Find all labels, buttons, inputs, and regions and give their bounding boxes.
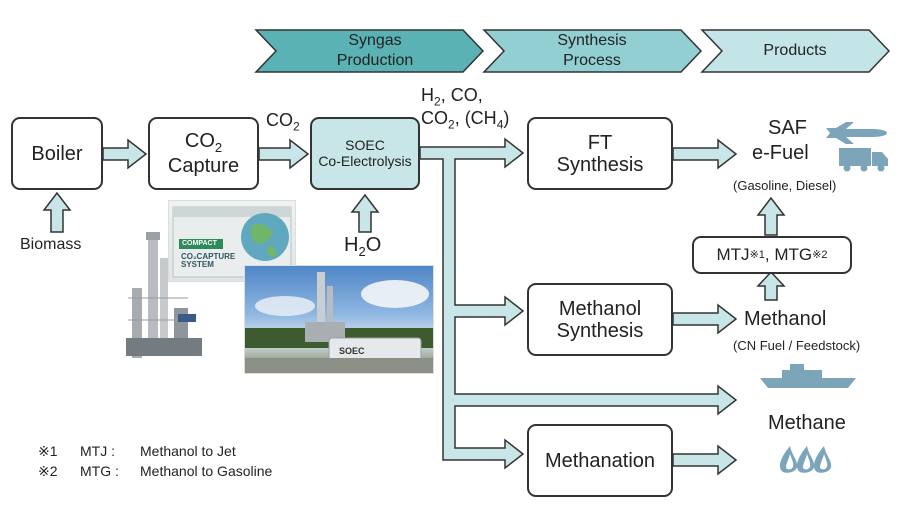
mtj-text: MTJ: [716, 244, 750, 264]
h2o-label: H2O: [344, 234, 382, 259]
methanol-synthesis-box: Methanol Synthesis: [527, 283, 673, 356]
phase-line: Syngas: [348, 32, 402, 49]
capture-system-text: CO₂CAPTURE SYSTEM: [181, 252, 236, 269]
ft-synthesis-box: FT Synthesis: [527, 117, 673, 190]
phase-line: Products: [763, 42, 827, 59]
truck-icon: [839, 148, 888, 172]
soec-site-graphic: [245, 272, 433, 373]
cn-fuel-label: (CN Fuel / Feedstock): [733, 338, 861, 353]
methanation-box: Methanation: [527, 424, 673, 497]
co2-capture-box: CO2 Capture: [148, 117, 259, 190]
arrow-ft-to-products: [672, 138, 738, 170]
methane-label: Methane: [768, 412, 846, 434]
soec-box: SOEC Co-Electrolysis: [310, 117, 420, 190]
soec-site-photo: SOEC: [244, 265, 434, 374]
arrow-mtj-to-saf: [756, 196, 786, 236]
soec-line1: SOEC: [345, 137, 385, 154]
gasoline-diesel-label: (Gasoline, Diesel): [733, 178, 837, 193]
syngas-label-line1: H2, CO,: [421, 85, 483, 109]
phase-line: Production: [336, 52, 414, 69]
capture-plant-photo: [126, 232, 202, 358]
co2-capture-system-photo: COMPACT CO₂CAPTURE SYSTEM: [168, 200, 296, 282]
methanation-label: Methanation: [544, 449, 656, 472]
arrow-h2o-to-soec: [350, 193, 380, 233]
ft-line1: FT: [587, 131, 613, 154]
phase-chevron-syngas: [254, 29, 485, 73]
phase-label-syngas: Syngas Production: [300, 31, 450, 71]
mtg-text: , MTG: [764, 244, 813, 264]
phase-chevron-products: [700, 29, 891, 73]
arrow-capture-to-soec: [258, 138, 310, 170]
saf-label: SAF: [768, 117, 807, 139]
arrow-boiler-to-capture: [102, 138, 148, 170]
co2-label: CO2: [266, 110, 300, 134]
boiler-box: Boiler: [11, 117, 103, 190]
arrow-methanation-to-methane: [672, 444, 738, 476]
efuel-label: e-Fuel: [752, 142, 809, 164]
arrow-soec-to-ft-trunk: [419, 137, 738, 470]
arrow-methanol-synth-to-methanol: [672, 303, 738, 335]
phase-label-products: Products: [720, 41, 870, 61]
methanol-line2: Synthesis: [556, 319, 644, 342]
arrow-methanol-to-mtj: [756, 270, 786, 301]
airplane-icon: [826, 122, 887, 144]
flame-icon: [779, 446, 832, 473]
syngas-label-line2: CO2, (CH4): [421, 108, 510, 132]
ft-line2: Synthesis: [556, 153, 644, 176]
soec-unit-label: SOEC: [339, 346, 365, 356]
biomass-label: Biomass: [20, 236, 82, 253]
phase-chevron-synthesis: [482, 29, 703, 73]
ship-icon: [760, 364, 856, 388]
capture-line1: CO2: [184, 129, 223, 155]
compact-logo: COMPACT: [182, 240, 217, 247]
methanol-line1: Methanol: [558, 297, 642, 320]
mtj-sup: ※1: [749, 248, 765, 261]
methanol-product-label: Methanol: [744, 308, 827, 330]
mtg-sup: ※2: [812, 248, 828, 261]
capture-line2: Capture: [167, 155, 240, 178]
phase-label-synthesis: Synthesis Process: [517, 31, 667, 71]
mtj-mtg-box: MTJ※1, MTG※2: [692, 236, 852, 274]
phase-line: Synthesis: [557, 32, 627, 49]
boiler-label: Boiler: [31, 142, 83, 165]
arrow-biomass-to-boiler: [42, 191, 72, 233]
phase-line: Process: [563, 52, 621, 69]
soec-line2: Co-Electrolysis: [318, 152, 412, 169]
